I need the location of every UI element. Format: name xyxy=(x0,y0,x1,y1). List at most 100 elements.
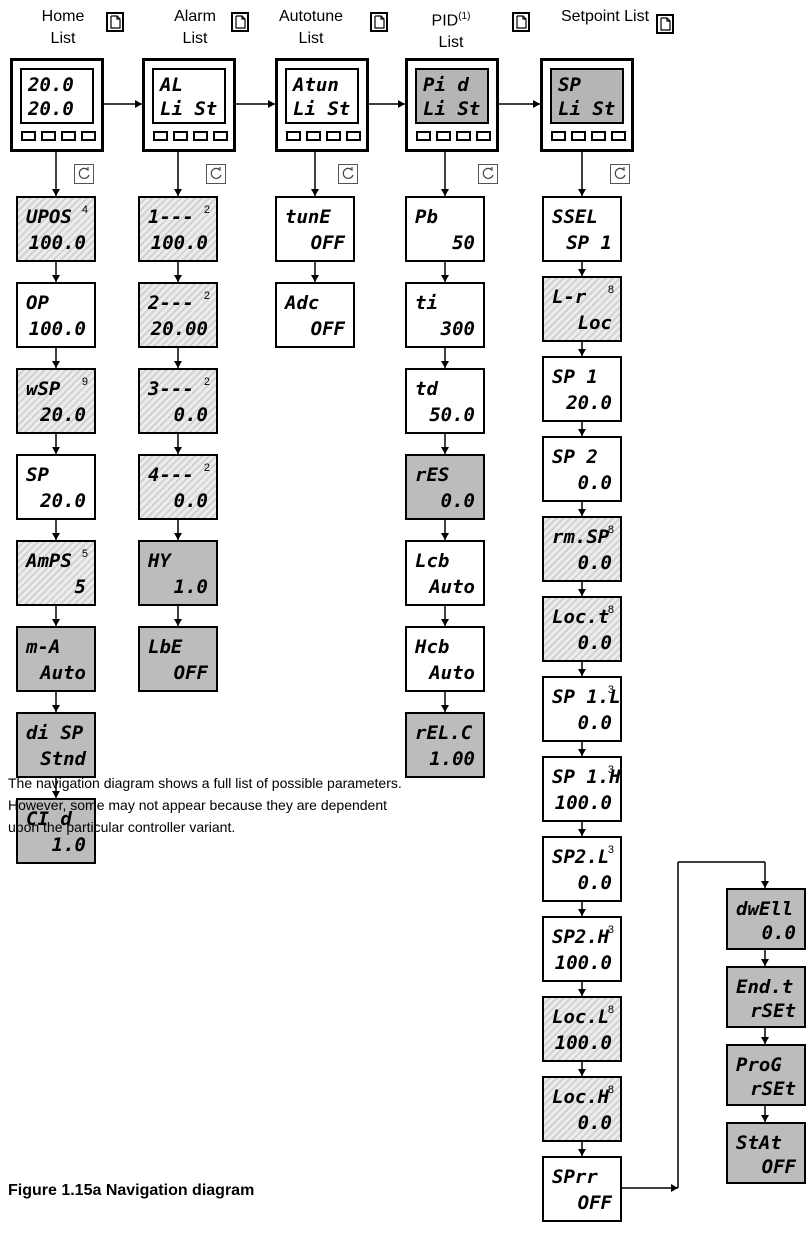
param-name: SP xyxy=(26,464,49,486)
pid-list-display[interactable]: Pi d Li St xyxy=(405,58,499,152)
page-icon[interactable] xyxy=(370,12,388,32)
param-name: rEL.C xyxy=(415,722,473,744)
footnote-ref: 3 xyxy=(607,684,614,696)
display-bottom-text: Li St xyxy=(423,98,481,120)
page-icon[interactable] xyxy=(512,12,530,32)
autotune-list-display[interactable]: Atun Li St xyxy=(275,58,369,152)
home-list-title: Home List xyxy=(8,6,118,50)
page-icon[interactable] xyxy=(106,12,124,32)
footnote-ref: 3 xyxy=(607,764,614,776)
display-screen: 20.0 20.0 xyxy=(20,68,94,124)
arrow-head xyxy=(578,749,586,756)
param-value: 100.0 xyxy=(554,1032,612,1054)
footnote-ref: 2 xyxy=(203,290,210,302)
arrow-head xyxy=(174,533,182,540)
param-value: 0.0 xyxy=(173,490,208,512)
footnote-ref: 8 xyxy=(607,284,614,296)
cycle-icon[interactable] xyxy=(610,164,630,184)
setpoint-list-display[interactable]: SP Li St xyxy=(540,58,634,152)
footnote-ref: 8 xyxy=(607,524,614,536)
arrow-head xyxy=(268,100,275,108)
alarm-list-display[interactable]: AL Li St xyxy=(142,58,236,152)
arrow-head xyxy=(174,189,182,196)
arrow-head xyxy=(578,349,586,356)
cycle-icon[interactable] xyxy=(74,164,94,184)
param-name: Adc xyxy=(285,292,320,314)
param-name: SPrr xyxy=(552,1166,598,1188)
pid-title-line1: PID xyxy=(431,12,459,30)
display-buttons xyxy=(416,131,496,143)
arrow-head xyxy=(578,909,586,916)
param-name: SP 1 xyxy=(552,366,598,388)
arrow-head xyxy=(578,1149,586,1156)
explanatory-note: The navigation diagram shows a full list… xyxy=(8,775,402,835)
cycle-icon[interactable] xyxy=(478,164,498,184)
display-bottom-text: Li St xyxy=(160,98,218,120)
param-name: wSP xyxy=(26,378,61,400)
arrow-head xyxy=(533,100,540,108)
home-title-line1: Home xyxy=(41,8,85,25)
pid-list-title: PID(1) List xyxy=(396,6,506,54)
arrow-head xyxy=(441,361,449,368)
param-name: StAt xyxy=(736,1132,782,1154)
arrow-head xyxy=(578,1069,586,1076)
arrow-head xyxy=(174,619,182,626)
param-value: 100.0 xyxy=(28,232,86,254)
autotune-list-title: Autotune List xyxy=(256,6,366,50)
arrow-head xyxy=(52,361,60,368)
arrow-head xyxy=(578,509,586,516)
pid-title-line2: List xyxy=(438,34,464,52)
param-value: 0.0 xyxy=(577,472,612,494)
page-icon[interactable] xyxy=(231,12,249,32)
home-list-display[interactable]: 20.0 20.0 xyxy=(10,58,104,152)
cycle-icon[interactable] xyxy=(338,164,358,184)
footnote-ref: 2 xyxy=(203,462,210,474)
param-name: UPOS xyxy=(26,206,72,228)
display-buttons xyxy=(551,131,631,143)
param-name: SP 1.H xyxy=(552,766,621,788)
cycle-icon[interactable] xyxy=(206,164,226,184)
page-icon[interactable] xyxy=(656,14,674,34)
